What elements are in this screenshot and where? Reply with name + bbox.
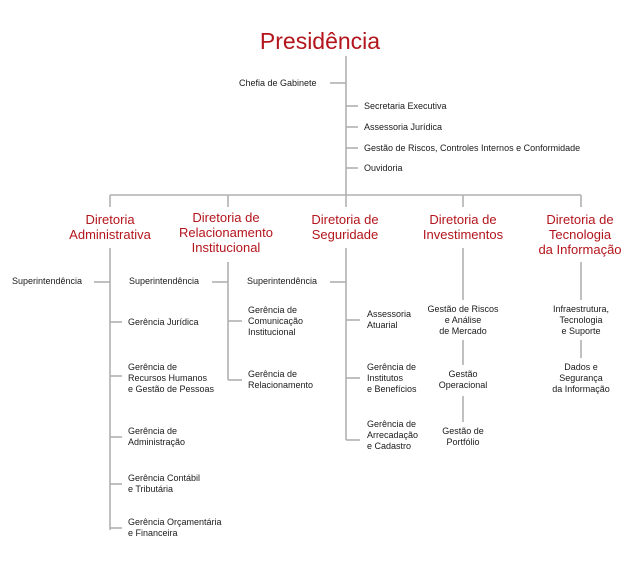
seg-gerencia-institutos: Gerência de Institutos e Benefícios — [367, 362, 417, 395]
unit-line: Gestão de Riscos — [427, 304, 499, 314]
unit-line: Gerência de — [248, 305, 298, 315]
unit-line: Dados e — [564, 362, 598, 372]
unit-line: Superintendência — [247, 276, 318, 286]
seg-superintendencia: Superintendência — [247, 276, 317, 287]
title-line: Diretoria de — [311, 212, 379, 227]
adm-gerencia-orcamentaria: Gerência Orçamentária e Financeira — [128, 517, 222, 539]
title-line: Institucional — [191, 240, 261, 255]
unit-line: Gerência de — [128, 426, 178, 436]
title-line: Diretoria de — [429, 212, 497, 227]
unit-line: Gerência de — [248, 369, 298, 379]
unit-line: da Informação — [552, 384, 610, 394]
staff-assessoria-juridica: Assessoria Jurídica — [364, 122, 443, 132]
unit-line: e Análise — [444, 315, 482, 325]
adm-gerencia-administracao: Gerência de Administração — [128, 426, 185, 448]
directorate-seguridade-title: Diretoria de Seguridade — [290, 212, 400, 242]
unit-line: Atuarial — [367, 320, 398, 330]
directorate-relacionamento-title: Diretoria de Relacionamento Instituciona… — [164, 210, 288, 255]
inv-gestao-portfolio: Gestão de Portfólio — [413, 426, 513, 448]
unit-line: Gerência Jurídica — [128, 317, 199, 327]
title-line: Diretoria — [85, 212, 135, 227]
unit-line: Tecnologia — [559, 315, 603, 325]
unit-line: Administração — [128, 437, 186, 447]
unit-line: Assessoria — [367, 309, 412, 319]
adm-gerencia-juridica: Gerência Jurídica — [128, 317, 199, 328]
unit-line: Institutos — [367, 373, 404, 383]
unit-line: Superintendência — [129, 276, 200, 286]
unit-line: Comunicação — [248, 316, 304, 326]
unit-line: Institucional — [248, 327, 296, 337]
adm-superintendencia: Superintendência — [12, 276, 82, 287]
unit-line: Recursos Humanos — [128, 373, 208, 383]
unit-line: e Financeira — [128, 528, 178, 538]
chefia-de-gabinete: Chefia de Gabinete — [239, 78, 317, 88]
unit-line: Gestão de — [442, 426, 484, 436]
title-line: Relacionamento — [179, 225, 273, 240]
seg-assessoria-atuarial: Assessoria Atuarial — [367, 309, 411, 331]
rel-gerencia-relacionamento: Gerência de Relacionamento — [248, 369, 313, 391]
title-line: Administrativa — [69, 227, 151, 242]
unit-line: Arrecadação — [367, 430, 419, 440]
title-line: Tecnologia — [548, 227, 612, 242]
unit-line: e Cadastro — [367, 441, 412, 451]
inv-gestao-riscos: Gestão de Riscos e Análise de Mercado — [413, 304, 513, 337]
title-line: Seguridade — [311, 227, 379, 242]
adm-gerencia-rh: Gerência de Recursos Humanos e Gestão de… — [128, 362, 214, 395]
unit-line: de Mercado — [439, 326, 487, 336]
rel-superintendencia: Superintendência — [129, 276, 199, 287]
inv-gestao-operacional: Gestão Operacional — [413, 369, 513, 391]
unit-line: Relacionamento — [248, 380, 314, 390]
unit-line: Gerência Contábil — [128, 473, 201, 483]
staff-gestao-riscos: Gestão de Riscos, Controles Internos e C… — [364, 143, 581, 153]
unit-line: Gerência de — [128, 362, 178, 372]
unit-line: Gestão — [448, 369, 478, 379]
presidency-title: Presidência — [259, 28, 381, 54]
title-line: Diretoria de — [546, 212, 614, 227]
unit-line: e Suporte — [561, 326, 601, 336]
unit-line: Portfólio — [446, 437, 480, 447]
staff-secretaria-executiva: Secretaria Executiva — [364, 101, 447, 111]
unit-line: Gerência Orçamentária — [128, 517, 222, 527]
rel-gerencia-comunicacao: Gerência de Comunicação Institucional — [248, 305, 303, 338]
unit-line: e Benefícios — [367, 384, 417, 394]
unit-line: Superintendência — [12, 276, 83, 286]
unit-line: Operacional — [438, 380, 488, 390]
title-line: Investimentos — [422, 227, 504, 242]
title-line: da Informação — [538, 242, 622, 257]
directorate-tecnologia-title: Diretoria de Tecnologia da Informação — [525, 212, 635, 257]
unit-line: e Gestão de Pessoas — [128, 384, 215, 394]
directorate-investimentos-title: Diretoria de Investimentos — [408, 212, 518, 242]
unit-line: Infraestrutura, — [552, 304, 610, 314]
unit-line: Gerência de — [367, 362, 417, 372]
title-line: Diretoria de — [192, 210, 260, 225]
unit-line: e Tributária — [128, 484, 174, 494]
unit-line: Gerência de — [367, 419, 417, 429]
ti-infraestrutura: Infraestrutura, Tecnologia e Suporte — [531, 304, 631, 337]
adm-gerencia-contabil: Gerência Contábil e Tributária — [128, 473, 200, 495]
directorate-administrativa-title: Diretoria Administrativa — [50, 212, 170, 242]
unit-line: Segurança — [559, 373, 603, 383]
ti-dados-seguranca: Dados e Segurança da Informação — [531, 362, 631, 395]
seg-gerencia-arrecadacao: Gerência de Arrecadação e Cadastro — [367, 419, 418, 452]
staff-ouvidoria: Ouvidoria — [364, 163, 403, 173]
